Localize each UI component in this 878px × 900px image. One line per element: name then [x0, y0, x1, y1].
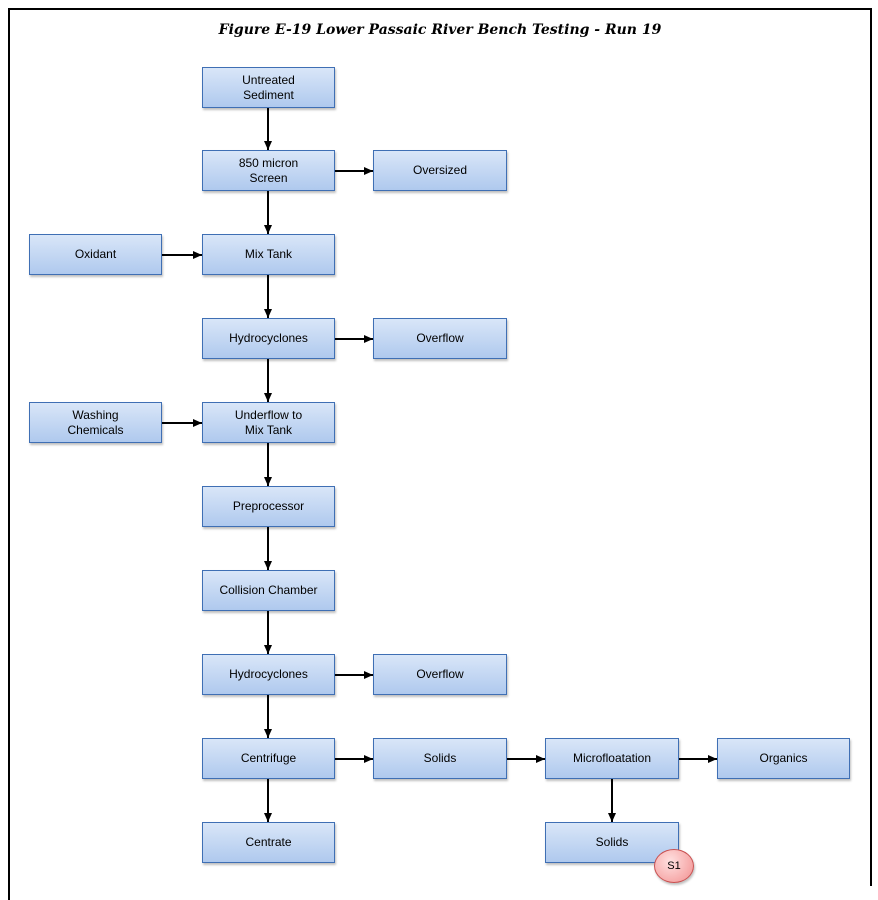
- node-overflow-2: Overflow: [373, 654, 507, 695]
- node-centrate: Centrate: [202, 822, 335, 863]
- figure-title: Figure E-19 Lower Passaic River Bench Te…: [218, 22, 662, 38]
- node-mix-tank: Mix Tank: [202, 234, 335, 275]
- node-overflow-1: Overflow: [373, 318, 507, 359]
- node-oxidant: Oxidant: [29, 234, 162, 275]
- node-hydrocyclones-2: Hydrocyclones: [202, 654, 335, 695]
- node-collision-chamber: Collision Chamber: [202, 570, 335, 611]
- node-solids-1: Solids: [373, 738, 507, 779]
- node-underflow-to-mix-tank: Underflow to Mix Tank: [202, 402, 335, 443]
- node-850-micron-screen: 850 micron Screen: [202, 150, 335, 191]
- node-organics: Organics: [717, 738, 850, 779]
- node-oversized: Oversized: [373, 150, 507, 191]
- node-centrifuge: Centrifuge: [202, 738, 335, 779]
- frame-border-left: [8, 8, 10, 900]
- node-untreated-sediment: Untreated Sediment: [202, 67, 335, 108]
- node-hydrocyclones-1: Hydrocyclones: [202, 318, 335, 359]
- frame-border-top: [8, 8, 872, 10]
- node-washing-chemicals: Washing Chemicals: [29, 402, 162, 443]
- frame-border-right: [870, 8, 872, 886]
- sample-badge-s1: S1: [654, 849, 694, 883]
- node-microfloatation: Microfloatation: [545, 738, 679, 779]
- node-preprocessor: Preprocessor: [202, 486, 335, 527]
